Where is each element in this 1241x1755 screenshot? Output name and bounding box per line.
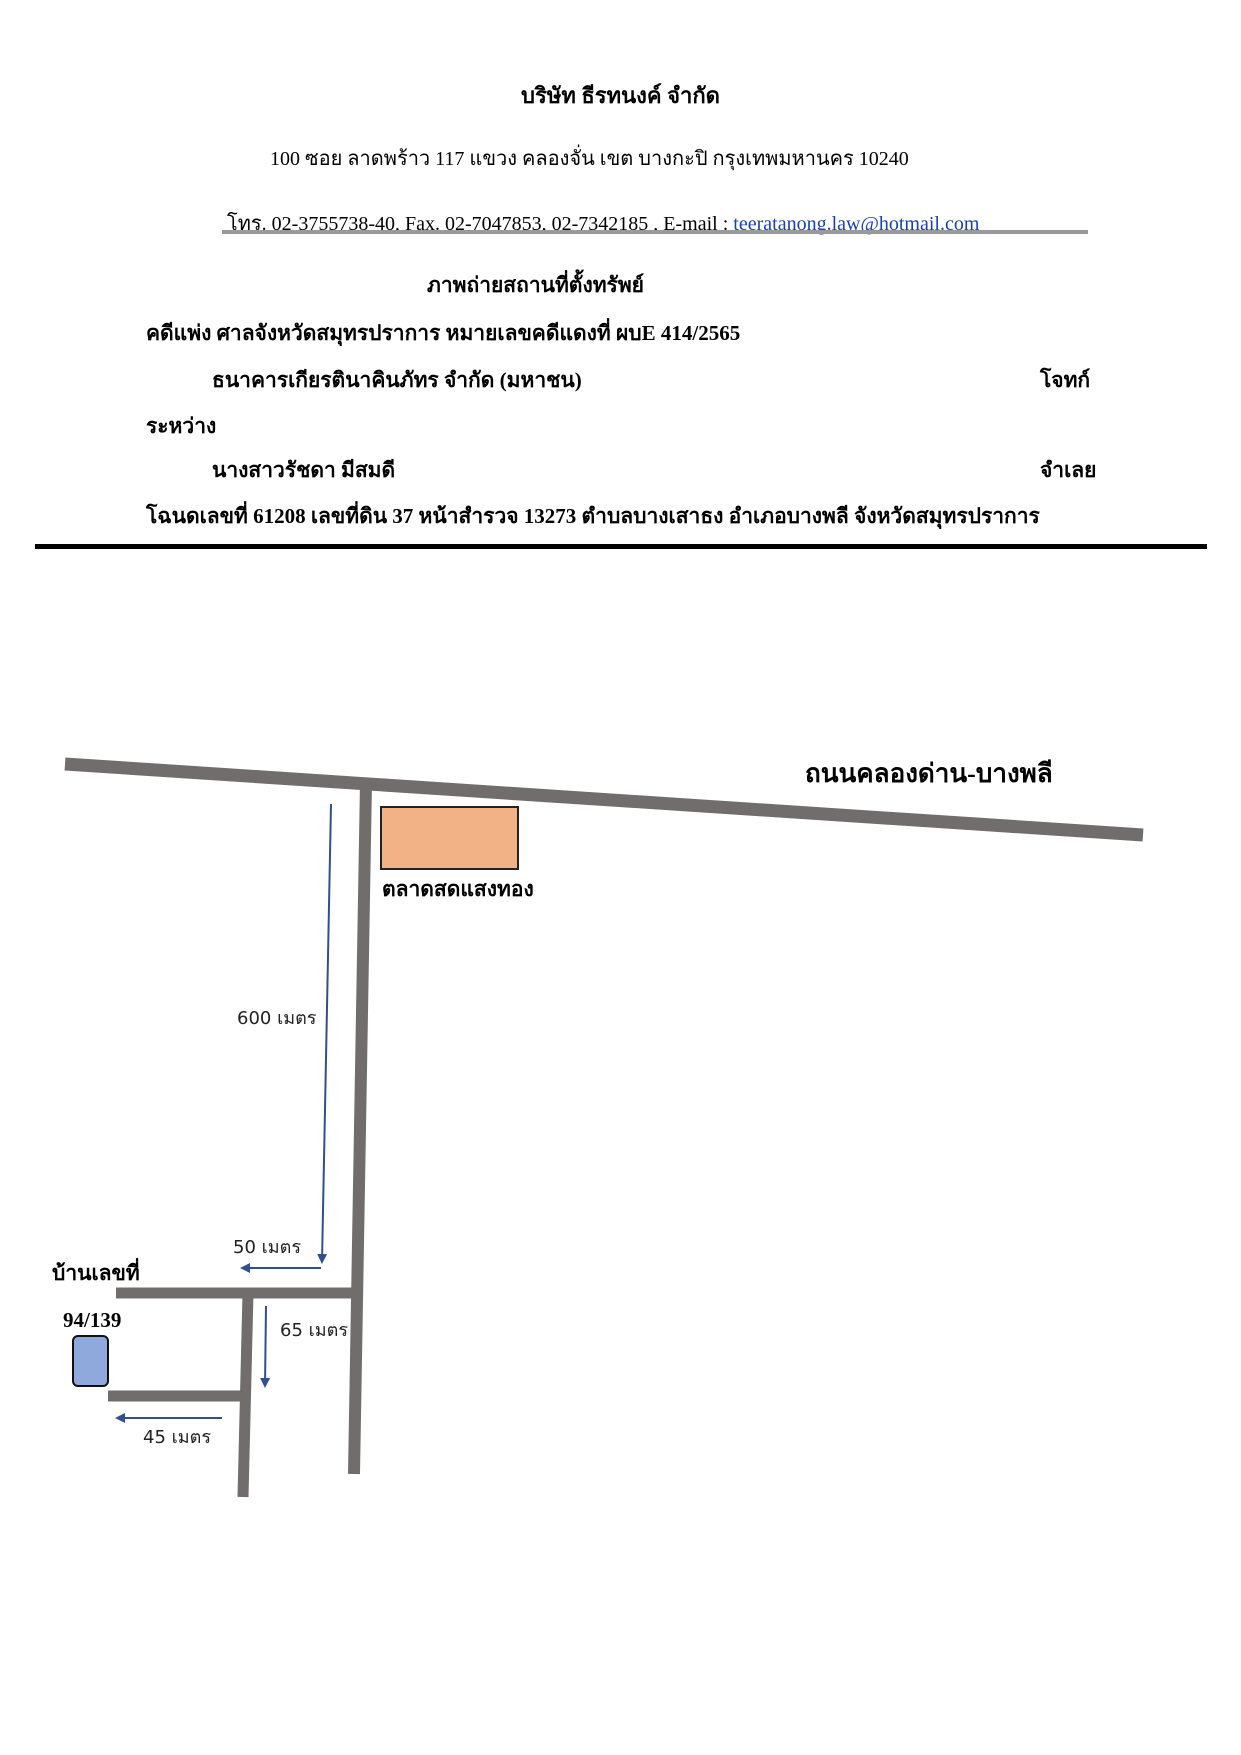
contact-phone-fax: โทร. 02-3755738-40, Fax. 02-7047853, 02-… bbox=[227, 213, 734, 235]
house-number-label: 94/139 bbox=[63, 1308, 121, 1332]
section-divider bbox=[35, 544, 1207, 549]
arrow-600m bbox=[317, 803, 332, 1264]
market-label: ตลาดสดแสงทอง bbox=[382, 877, 534, 901]
defendant-role: จำเลย bbox=[1040, 458, 1097, 482]
document-title: ภาพถ่ายสถานที่ตั้งทรัพย์ bbox=[427, 273, 644, 297]
side-road-vertical bbox=[348, 781, 372, 1475]
email-link[interactable]: teeratanong.law@hotmail.com bbox=[733, 213, 980, 235]
company-address: 100 ซอย ลาดพร้าว 117 แขวง คลองจั่น เขต บ… bbox=[270, 148, 909, 170]
arrow-65m bbox=[260, 1305, 271, 1388]
plaintiff-name: ธนาคารเกียรตินาคินภัทร จำกัด (มหาชน) bbox=[212, 368, 582, 392]
distance-600m-label: 600 เมตร bbox=[237, 1008, 317, 1029]
company-name: บริษัท ธีรทนงค์ จำกัด bbox=[521, 83, 720, 108]
plaintiff-role: โจทก์ bbox=[1040, 368, 1091, 392]
market-building bbox=[380, 806, 519, 870]
case-number-line: คดีแพ่ง ศาลจังหวัดสมุทรปราการ หมายเลขคดี… bbox=[146, 321, 741, 345]
contact-underline bbox=[222, 230, 1088, 234]
house-label-line1: บ้านเลขที่ bbox=[52, 1257, 140, 1285]
defendant-name: นางสาวรัชดา มีสมดี bbox=[212, 458, 396, 482]
title-deed-line: โฉนดเลขที่ 61208 เลขที่ดิน 37 หน้าสำรวจ … bbox=[146, 504, 1040, 528]
main-road bbox=[64, 757, 1144, 842]
between-label: ระหว่าง bbox=[146, 414, 217, 438]
company-contact: โทร. 02-3755738-40, Fax. 02-7047853, 02-… bbox=[227, 207, 979, 239]
house-marker bbox=[72, 1335, 109, 1387]
distance-50m-label: 50 เมตร bbox=[233, 1237, 301, 1258]
main-road-label: ถนนคลองด่าน-บางพลี bbox=[805, 759, 1053, 788]
distance-45m-label: 45 เมตร bbox=[143, 1427, 211, 1448]
distance-65m-label: 65 เมตร bbox=[280, 1320, 348, 1341]
